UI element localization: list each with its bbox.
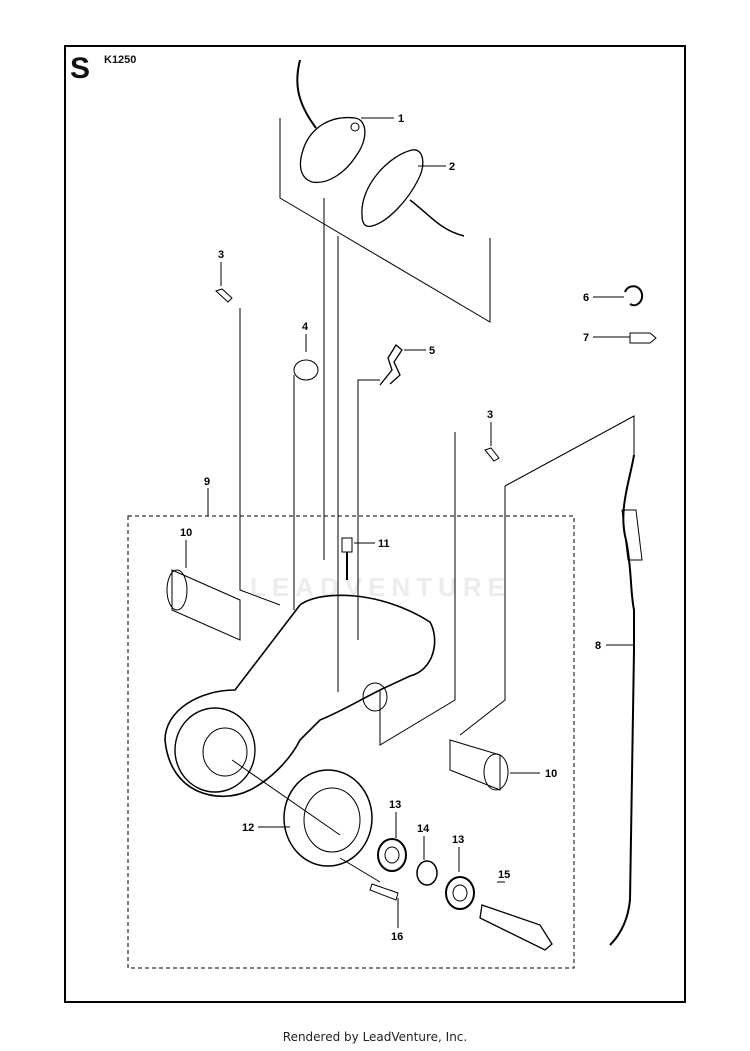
part-9-bracket xyxy=(164,594,436,798)
callout-4: 4 xyxy=(302,321,309,333)
callout-10b: 10 xyxy=(545,768,557,780)
callout-13b: 13 xyxy=(452,834,464,846)
part-11-head xyxy=(341,537,353,553)
footer-credit: Rendered by LeadVenture, Inc. xyxy=(282,1030,468,1044)
callout-13a: 13 xyxy=(389,799,401,811)
part-5-spring xyxy=(379,344,403,386)
callout-6: 6 xyxy=(583,292,589,304)
part-8-sleeve xyxy=(621,509,643,561)
callout-9: 9 xyxy=(204,476,210,488)
part-10a-sleeve xyxy=(171,569,241,641)
part-1-hole xyxy=(350,122,360,132)
part-14-spacer xyxy=(416,860,438,886)
part-6-clip xyxy=(624,285,644,307)
callout-14: 14 xyxy=(417,823,430,835)
part-13b-bore xyxy=(452,884,468,902)
callout-12: 12 xyxy=(242,822,254,834)
callout-16: 16 xyxy=(391,931,403,943)
callout-3b: 3 xyxy=(487,409,493,421)
part-1-wire xyxy=(296,59,317,129)
callout-5: 5 xyxy=(429,345,435,357)
part-2-wire xyxy=(409,199,465,237)
part-1-cover xyxy=(299,116,366,184)
part-10a-end xyxy=(166,569,188,611)
projection-shaft xyxy=(231,759,341,836)
callout-2: 2 xyxy=(449,161,455,173)
part-8-cable xyxy=(609,454,635,946)
part-10b-end xyxy=(483,753,509,791)
part-13a-bearing xyxy=(377,838,407,872)
part-13a-bore xyxy=(384,846,400,864)
callout-11: 11 xyxy=(378,538,390,550)
part-12-ring-outer xyxy=(283,769,373,867)
projection-right xyxy=(459,486,506,736)
callout-7: 7 xyxy=(583,332,589,344)
part-2-switch xyxy=(361,149,424,228)
part-16-bolt xyxy=(369,883,399,901)
callout-15: 15 xyxy=(498,869,510,881)
part-3a-screw xyxy=(215,288,233,303)
part-7-terminal xyxy=(629,332,657,344)
callout-3a: 3 xyxy=(218,249,224,261)
diagram-frame xyxy=(64,45,686,1003)
part-13b-bearing xyxy=(445,876,475,910)
part-12-ring-inner xyxy=(303,787,361,853)
part-9-boss xyxy=(362,682,388,712)
part-15-shaft xyxy=(479,904,553,951)
part-9-hub xyxy=(174,707,256,793)
callout-10a: 10 xyxy=(180,527,192,539)
part-4-grommet xyxy=(293,359,319,381)
part-3b-screw xyxy=(484,447,500,462)
watermark: LEADVENTURE xyxy=(250,572,512,602)
part-10b-sleeve xyxy=(449,739,501,791)
projection-switch xyxy=(279,118,491,323)
callout-8: 8 xyxy=(595,640,601,652)
projection-cable xyxy=(504,415,635,487)
projection-screw xyxy=(379,432,456,746)
part-9-bore xyxy=(202,727,248,777)
projection-spring xyxy=(357,379,380,640)
callout-1: 1 xyxy=(398,113,404,125)
model-number: K1250 xyxy=(104,54,137,66)
section-letter: S xyxy=(70,52,91,85)
projection-left xyxy=(239,308,281,606)
subassembly-9-box xyxy=(127,515,575,969)
